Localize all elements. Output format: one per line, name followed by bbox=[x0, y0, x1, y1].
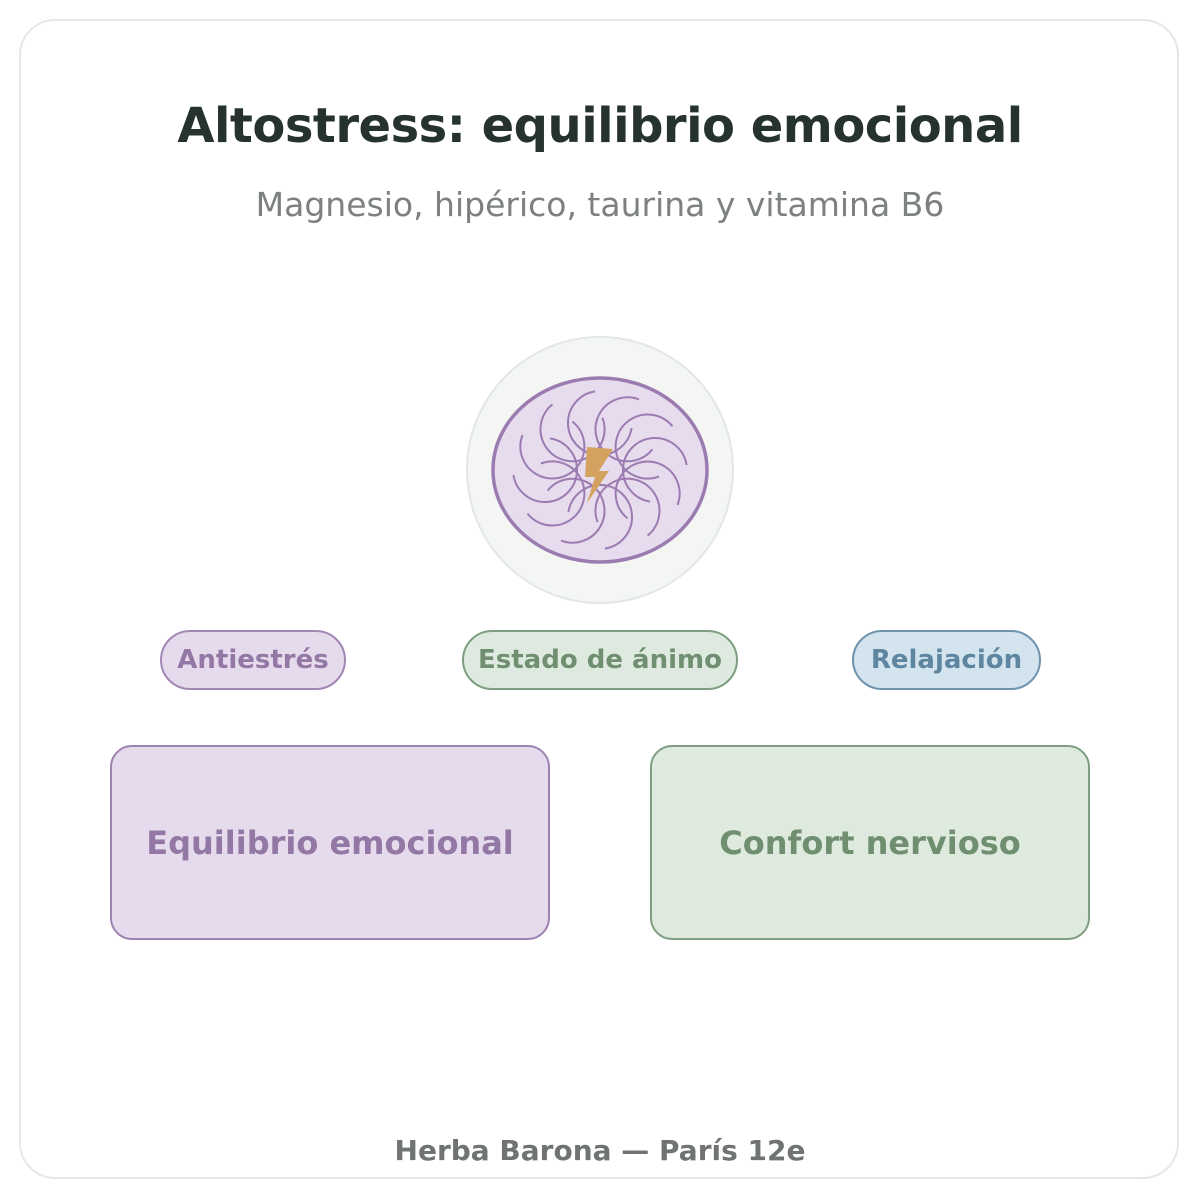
tag-relaxation: Relajación bbox=[852, 630, 1041, 690]
benefit-card-emotional-balance: Equilibrio emocional bbox=[110, 745, 550, 940]
flower-petal bbox=[519, 420, 586, 480]
flower-petal bbox=[567, 390, 633, 456]
flower-petal bbox=[614, 413, 674, 480]
benefit-card-nervous-comfort: Confort nervioso bbox=[650, 745, 1090, 940]
flower-petal bbox=[539, 403, 606, 463]
flower-petal bbox=[594, 396, 654, 463]
tag-label: Estado de ánimo bbox=[478, 645, 722, 675]
flower-petal bbox=[546, 477, 606, 544]
flower-lightning-icon bbox=[466, 336, 734, 604]
flower-petal bbox=[512, 437, 578, 503]
footer-store: Herba Barona — París 12e bbox=[394, 1134, 806, 1167]
benefit-label: Confort nervioso bbox=[719, 823, 1021, 862]
page-title: Altostress: equilibrio emocional bbox=[177, 98, 1023, 154]
tag-label: Relajación bbox=[870, 645, 1023, 675]
flower-petal bbox=[526, 460, 586, 527]
flower-petal bbox=[614, 460, 681, 520]
benefit-label: Equilibrio emocional bbox=[146, 823, 514, 862]
page-subtitle: Magnesio, hipérico, taurina y vitamina B… bbox=[255, 185, 945, 224]
flower-petal bbox=[622, 437, 688, 503]
flower-petal bbox=[567, 484, 633, 550]
tag-antistress: Antiestrés bbox=[160, 630, 346, 690]
flower-petal bbox=[594, 477, 661, 537]
tag-mood: Estado de ánimo bbox=[462, 630, 738, 690]
tag-label: Antiestrés bbox=[177, 645, 329, 675]
